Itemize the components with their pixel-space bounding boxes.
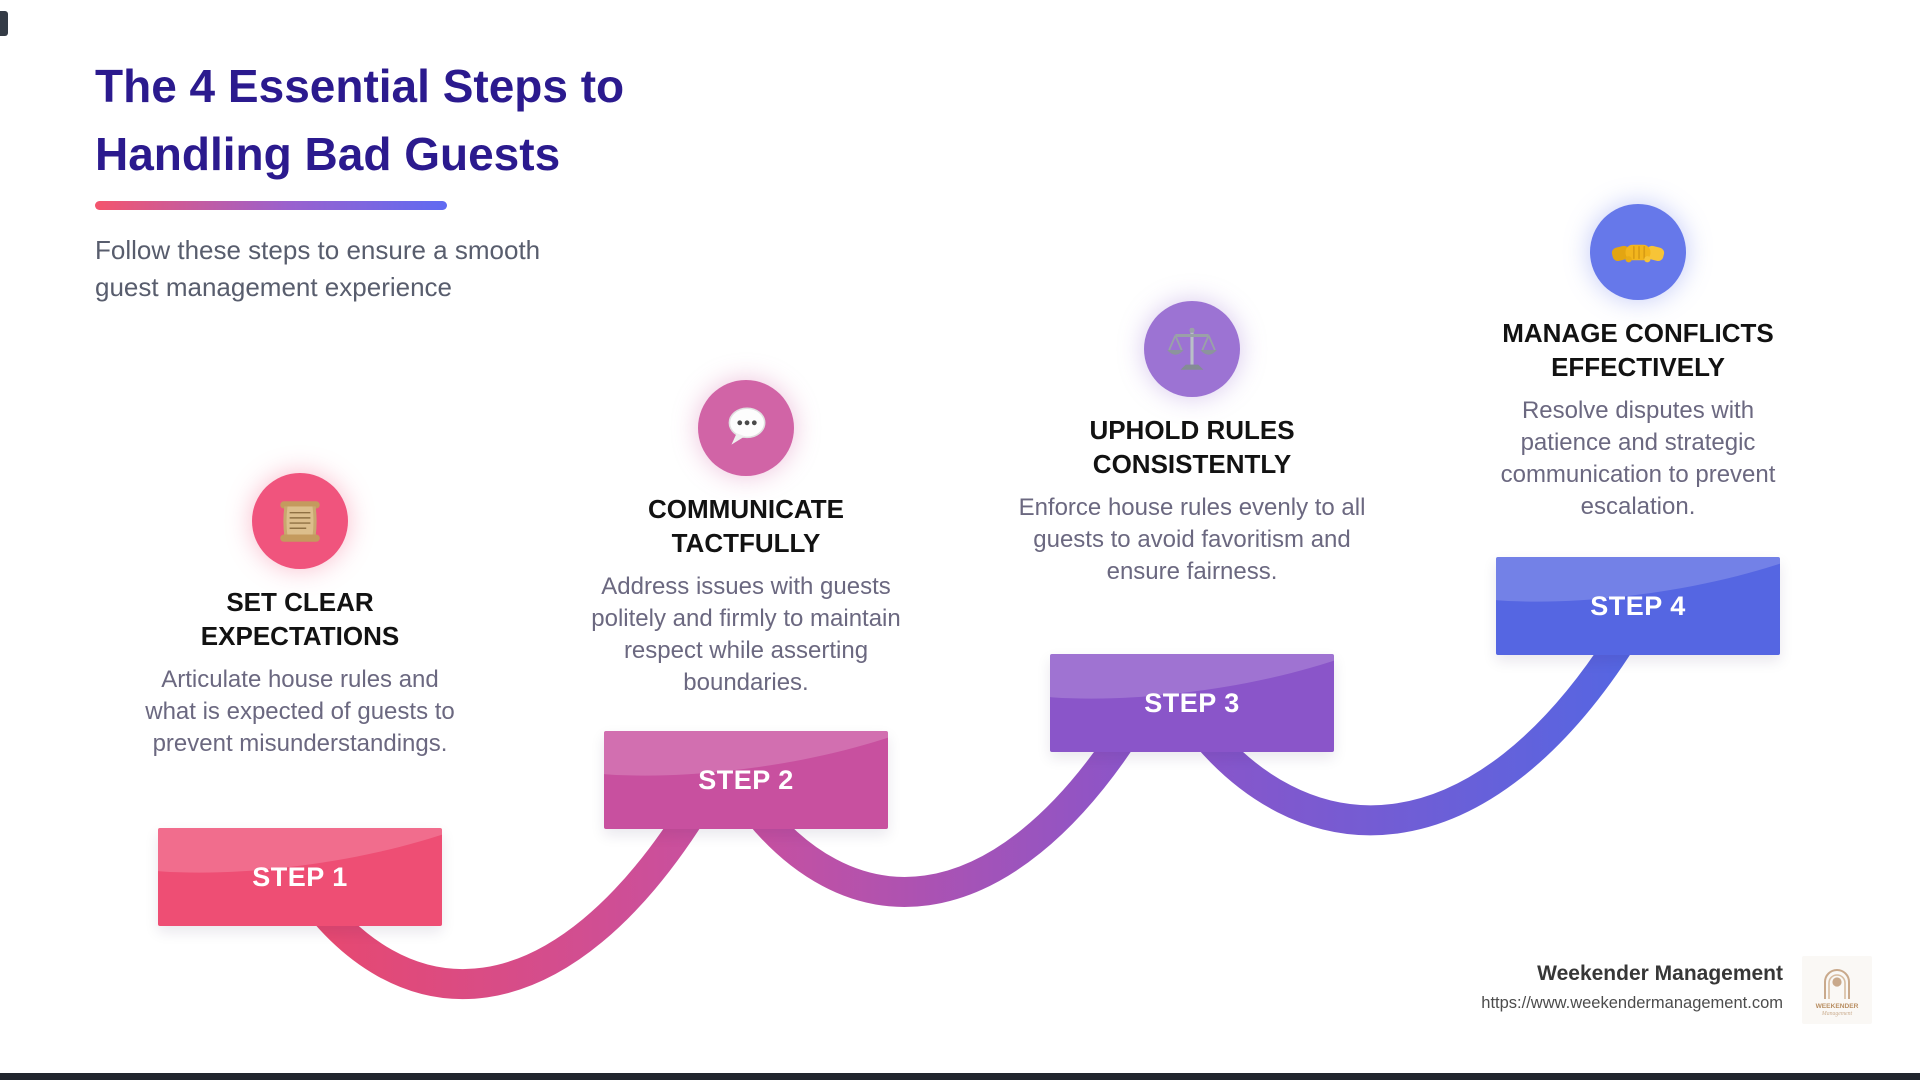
step-2-box: STEP 2 bbox=[604, 731, 888, 829]
page-title-line2: Handling Bad Guests bbox=[95, 128, 561, 180]
step-4-icon-circle bbox=[1590, 204, 1686, 300]
svg-text:WEEKENDER: WEEKENDER bbox=[1816, 1003, 1859, 1010]
balance-scale-icon bbox=[1167, 327, 1217, 370]
step-3-column: UPHOLD RULES CONSISTENTLY Enforce house … bbox=[1019, 301, 1365, 588]
connector-2-3 bbox=[732, 710, 1148, 907]
connector-3-4 bbox=[1177, 622, 1641, 836]
step-2-column: COMMUNICATE TACTFULLY Address issues wit… bbox=[576, 380, 916, 699]
title-divider bbox=[95, 201, 447, 210]
scroll-icon bbox=[280, 501, 320, 542]
step-4-box: STEP 4 bbox=[1496, 557, 1780, 655]
handshake-icon bbox=[1611, 244, 1665, 263]
step-1-description: Articulate house rules and what is expec… bbox=[145, 666, 455, 757]
page-subtitle: Follow these steps to ensure a smooth gu… bbox=[95, 235, 541, 302]
step-1-column: SET CLEAR EXPECTATIONS Articulate house … bbox=[130, 473, 470, 760]
step-3-description: Enforce house rules evenly to all guests… bbox=[1018, 494, 1366, 585]
footer: Weekender Management https://www.weekend… bbox=[1481, 962, 1783, 1013]
left-edge-notch bbox=[0, 11, 8, 36]
step-3-box: STEP 3 bbox=[1050, 654, 1334, 752]
page-title-line1: The 4 Essential Steps to bbox=[95, 60, 625, 112]
step-4-label: STEP 4 bbox=[1590, 590, 1686, 621]
page-title: The 4 Essential Steps to Handling Bad Gu… bbox=[95, 52, 624, 188]
step-2-description: Address issues with guests politely and … bbox=[591, 573, 901, 696]
step-1-icon-circle bbox=[252, 473, 348, 569]
bottom-screen-bar bbox=[0, 1073, 1920, 1080]
footer-logo: WEEKENDER Management bbox=[1802, 956, 1872, 1024]
step-4-column: MANAGE CONFLICTS EFFECTIVELY Resolve dis… bbox=[1468, 204, 1808, 523]
footer-url: https://www.weekendermanagement.com bbox=[1481, 994, 1783, 1012]
speech-balloon-icon bbox=[728, 407, 766, 445]
weekender-arch-logo-icon: WEEKENDER Management bbox=[1816, 969, 1859, 1017]
step-3-icon-circle bbox=[1144, 301, 1240, 397]
step-3-title: UPHOLD RULES CONSISTENTLY bbox=[1089, 415, 1295, 479]
step-3-label: STEP 3 bbox=[1144, 687, 1240, 718]
footer-company-name: Weekender Management bbox=[1537, 962, 1783, 985]
step-1-box: STEP 1 bbox=[158, 828, 442, 926]
step-4-title: MANAGE CONFLICTS EFFECTIVELY bbox=[1502, 318, 1774, 382]
step-2-icon-circle bbox=[698, 380, 794, 476]
step-2-label: STEP 2 bbox=[698, 764, 794, 795]
step-2-title: COMMUNICATE TACTFULLY bbox=[648, 494, 844, 558]
connector-1-2 bbox=[287, 792, 713, 1000]
step-1-label: STEP 1 bbox=[252, 861, 348, 892]
step-1-title: SET CLEAR EXPECTATIONS bbox=[200, 587, 400, 651]
step-4-description: Resolve disputes with patience and strat… bbox=[1500, 397, 1776, 520]
svg-text:Management: Management bbox=[1821, 1011, 1853, 1017]
